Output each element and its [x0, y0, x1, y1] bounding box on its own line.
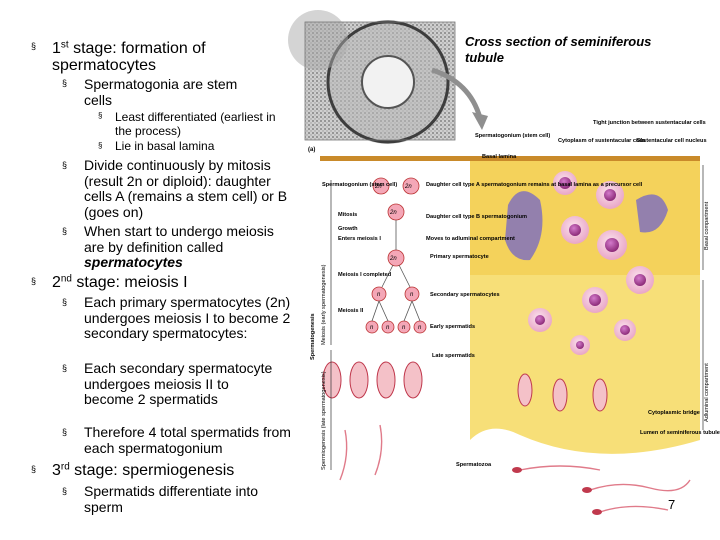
bullet-icon: § — [62, 427, 68, 437]
bullet-icon: § — [31, 41, 37, 51]
label-primary: Primary spermatocyte — [430, 254, 489, 260]
stage2-item-primary: Each primary spermatocytes (2n) undergoe… — [84, 294, 291, 341]
zoom-arrow-head — [472, 112, 488, 130]
bullet-icon: § — [98, 111, 103, 120]
bullet-icon: § — [62, 363, 68, 373]
micrograph-image — [288, 10, 456, 144]
stage1-item-least-diff: Least differentiated (earliest in the pr… — [115, 110, 276, 138]
cell-label: 2n — [374, 184, 382, 190]
label-cytoplasm: Cytoplasm of sustentacular cells — [558, 138, 645, 144]
label-moves-adluminal: Moves to adluminal compartment — [426, 236, 515, 242]
cell-label: n — [418, 325, 422, 331]
page-number: 7 — [668, 497, 676, 512]
label-late-spermatids: Late spermatids — [432, 353, 475, 359]
label-meiosis-early: Meiosis (early spermatogenesis) — [321, 264, 327, 345]
label-basal-compartment: Basal compartment — [704, 201, 710, 250]
cell-label: 2n — [404, 184, 412, 190]
stage3-heading: 3rd stage: spermiogenesis — [52, 461, 235, 479]
cell-label: n — [402, 325, 406, 331]
bullet-icon: § — [62, 78, 68, 88]
stage1-item-stem-cells: Spermatogonia are stem cells — [84, 76, 238, 108]
bullet-icon: § — [98, 141, 103, 150]
label-early-spermatids: Early spermatids — [430, 324, 475, 330]
sustentacular-nucleus — [505, 191, 543, 261]
label-cytoplasmic-bridge: Cytoplasmic bridge — [648, 410, 700, 416]
sperm-head — [512, 467, 522, 473]
stage2-item-secondary: Each secondary spermatocyte undergoes me… — [84, 360, 273, 407]
label-meiosis2: Meiosis II — [338, 308, 364, 314]
stage2-heading: 2nd stage: meiosis I — [52, 273, 188, 291]
label-spermatogonium-stem: Spermatogonium (stem cell) — [475, 133, 550, 139]
stage1-item-basal-lamina: Lie in basal lamina — [115, 139, 215, 153]
spermatozoa — [339, 424, 691, 513]
label-spermatozoa: Spermatozoa — [456, 462, 492, 468]
bullet-icon: § — [31, 276, 37, 286]
label-daughter-b: Daughter cell type B spermatogonium — [426, 214, 527, 220]
label-meiosis1-completed: Meiosis I completed — [338, 272, 392, 278]
cell-label: n — [386, 325, 390, 331]
cell-group — [528, 171, 654, 355]
label-spermiogenesis-late: Spermiogenesis (late spermatogenesis) — [321, 371, 327, 470]
basal-lamina-band — [320, 156, 700, 161]
adluminal-compartment-bg — [470, 275, 700, 454]
spermatid-row — [322, 361, 608, 412]
sperm-head — [582, 487, 592, 493]
stage2-item-total: Therefore 4 total spermatids from each s… — [84, 424, 291, 456]
figure-caption: Cross section of seminiferous tubule — [465, 34, 652, 65]
stage3-item-spermatids: Spermatids differentiate into sperm — [84, 483, 259, 515]
stage1-heading: 1st stage: formation of spermatocytes — [52, 39, 206, 74]
label-tight-junction: Tight junction between sustentacular cel… — [593, 120, 706, 126]
cell-label: 2n — [389, 256, 397, 262]
cell-label: n — [370, 325, 374, 331]
label-daughter-a: Daughter cell type A spermatogonium rema… — [426, 182, 643, 188]
label-enters-meiosis: Enters meiosis I — [338, 236, 381, 242]
label-basal-lamina: Basal lamina — [482, 154, 517, 160]
label-secondary: Secondary spermatocytes — [430, 292, 500, 298]
cell-label: 2n — [389, 210, 397, 216]
label-spermatogonium-left: Spermatogonium (stem cell) — [322, 182, 397, 188]
label-mitosis: Mitosis — [338, 212, 357, 218]
bullet-icon: § — [62, 226, 68, 236]
label-lumen: Lumen of seminiferous tubule — [640, 430, 720, 436]
bullet-icon: § — [62, 160, 68, 170]
bullet-icon: § — [62, 297, 68, 307]
zoom-arrow — [431, 67, 483, 119]
bullet-icon: § — [62, 486, 68, 496]
label-spermatogenesis: Spermatogenesis — [310, 313, 316, 360]
cell-label: n — [377, 292, 381, 298]
label-adluminal-compartment: Adluminal compartment — [704, 363, 710, 422]
stage1-item-divide: Divide continuously by mitosis (result 2… — [84, 157, 288, 220]
cell-label: n — [410, 292, 414, 298]
sustentacular-nucleus — [636, 194, 668, 233]
label-sustentacular-nucleus: Sustentacular cell nucleus — [636, 138, 707, 144]
panel-label: (a) — [308, 147, 315, 153]
bullet-icon: § — [31, 464, 37, 474]
sperm-head — [592, 509, 602, 515]
label-growth: Growth — [338, 226, 358, 232]
lineage-diagram: 2n 2n 2n 2n n n n n n n — [365, 177, 427, 334]
stage1-item-meiosis: When start to undergo meiosis are by def… — [84, 223, 274, 270]
